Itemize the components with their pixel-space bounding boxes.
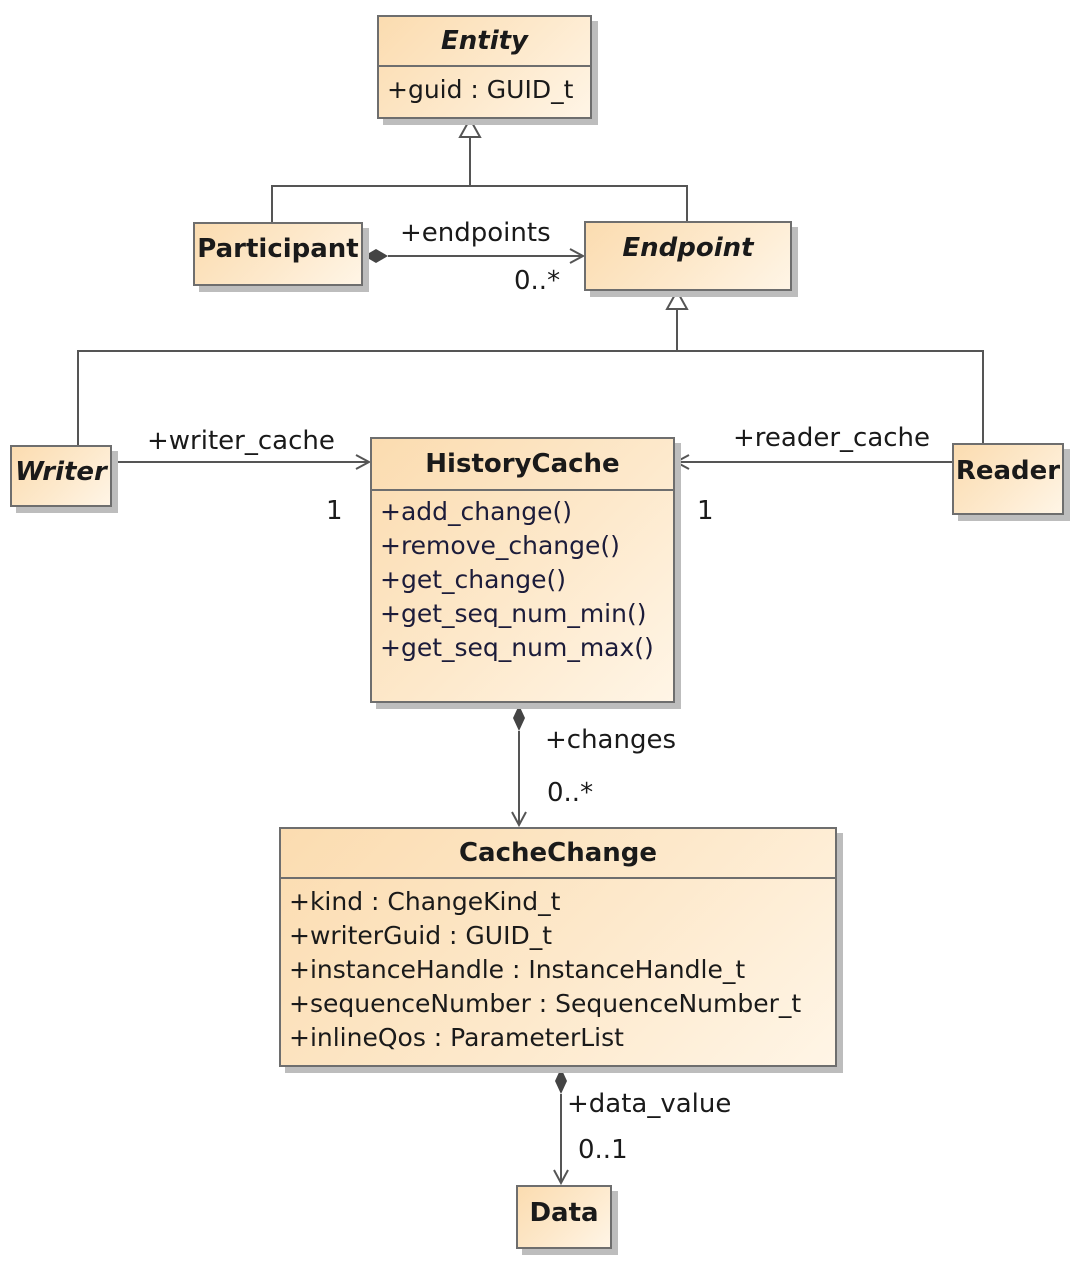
role-reader-cache: +reader_cache — [733, 423, 931, 453]
class-history-cache: HistoryCache +add_change() +remove_chang… — [370, 437, 675, 703]
class-writer: Writer — [10, 445, 112, 507]
class-history-cache-name: HistoryCache — [425, 449, 620, 479]
arrowhead-cache-change — [511, 811, 527, 828]
generalization-endpoint — [77, 307, 984, 445]
class-entity-name: Entity — [441, 26, 528, 56]
arrowhead-endpoint — [569, 248, 586, 264]
class-participant-name: Participant — [197, 234, 359, 264]
composition-diamond-cache-change — [555, 1068, 567, 1094]
role-endpoints: +endpoints — [400, 218, 551, 248]
operation-get-seq-num-min: +get_seq_num_min() — [380, 599, 647, 628]
multiplicity-data-value: 0..1 — [578, 1135, 628, 1165]
operation-get-change: +get_change() — [380, 565, 567, 594]
attribute-inline-qos: +inlineQos : ParameterList — [289, 1023, 624, 1052]
class-entity-attribute: +guid : GUID_t — [387, 75, 574, 104]
multiplicity-endpoints: 0..* — [514, 266, 561, 296]
class-endpoint: Endpoint — [584, 221, 792, 291]
multiplicity-reader-cache: 1 — [697, 496, 714, 526]
class-participant: Participant — [193, 222, 363, 286]
class-entity-separator: +guid : GUID_t — [379, 65, 590, 107]
role-data-value: +data_value — [567, 1089, 732, 1119]
multiplicity-writer-cache: 1 — [326, 496, 343, 526]
operation-remove-change: +remove_change() — [380, 531, 620, 560]
class-history-cache-separator: +add_change() +remove_change() +get_chan… — [372, 489, 673, 665]
generalization-arrow-entity — [458, 116, 482, 138]
operation-get-seq-num-max: +get_seq_num_max() — [380, 633, 654, 662]
generalization-arrow-endpoint — [665, 288, 689, 310]
role-changes: +changes — [545, 725, 677, 755]
class-data-name: Data — [529, 1198, 599, 1228]
class-reader-name: Reader — [955, 456, 1061, 486]
class-data: Data — [516, 1185, 612, 1249]
class-entity: Entity +guid : GUID_t — [377, 15, 592, 119]
attribute-writer-guid: +writerGuid : GUID_t — [289, 921, 553, 950]
arrowhead-data — [553, 1169, 569, 1186]
attribute-kind: +kind : ChangeKind_t — [289, 887, 561, 916]
arrowhead-writer-cache — [355, 454, 372, 470]
multiplicity-changes: 0..* — [547, 778, 594, 808]
class-cache-change: CacheChange +kind : ChangeKind_t +writer… — [279, 827, 837, 1067]
operation-add-change: +add_change() — [380, 497, 573, 526]
class-writer-name: Writer — [15, 457, 107, 487]
arrowhead-reader-cache — [673, 454, 690, 470]
generalization-entity — [271, 137, 688, 222]
class-cache-change-name: CacheChange — [458, 838, 658, 868]
class-endpoint-name: Endpoint — [622, 233, 754, 263]
attribute-sequence-number: +sequenceNumber : SequenceNumber_t — [289, 989, 802, 1018]
attribute-instance-handle: +instanceHandle : InstanceHandle_t — [289, 955, 746, 984]
composition-diamond-participant — [364, 249, 388, 263]
composition-diamond-history-cache — [513, 705, 525, 731]
role-writer-cache: +writer_cache — [147, 426, 335, 456]
class-reader: Reader — [952, 443, 1064, 515]
class-cache-change-separator: +kind : ChangeKind_t +writerGuid : GUID_… — [281, 877, 835, 1055]
